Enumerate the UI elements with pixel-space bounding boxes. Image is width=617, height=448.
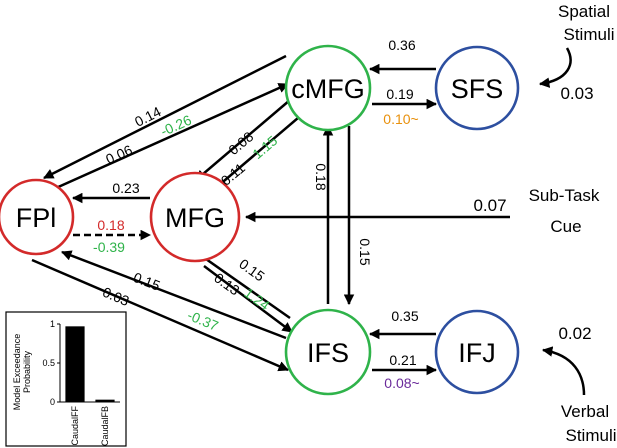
label-ifs-to-cmfg: 0.18 <box>313 163 329 190</box>
node-ifj-circle <box>434 309 520 395</box>
edge-mfg-to-cmfg <box>210 111 306 193</box>
node-ifj: IFJ <box>434 309 520 395</box>
node-mfg-circle <box>149 171 241 263</box>
label-mfg-to-fpl: 0.23 <box>112 180 139 196</box>
inset-ytick-label: 0.5 <box>42 358 55 368</box>
node-cmfg-label: cMFG <box>291 74 365 104</box>
inset-bar-CaudalFF <box>65 326 85 402</box>
node-cmfg: cMFG <box>284 44 372 132</box>
edges <box>31 47 586 396</box>
edge-fpl-to-cmfg <box>55 82 289 190</box>
edge-ifs-to-mfg <box>195 250 291 320</box>
sub-task-cue-label-line1: Sub-Task <box>529 186 600 205</box>
node-sfs-circle <box>434 45 520 131</box>
node-mfg: MFG <box>149 171 241 263</box>
label-cmfg-to-ifs: 0.15 <box>357 238 373 265</box>
label-fpl-to-ifs: 0.03 <box>100 284 132 309</box>
label-fpl-to-mfg-alt: -0.39 <box>93 239 125 255</box>
node-fpl-label: FPl <box>16 203 57 233</box>
edge-mfg-to-ifs <box>203 265 293 333</box>
label-ifj-to-ifs: 0.35 <box>391 308 418 324</box>
inset-category-label: CaudalFB <box>100 406 110 446</box>
inset-chart: Model Exceedance Probability 0 0.5 1Caudal… <box>5 311 127 447</box>
label-sfs-to-cmfg: 0.36 <box>388 37 415 53</box>
label-mfg-to-ifs-alt: 1.24 <box>241 284 273 313</box>
spatial-stimuli-label-line1: Spatial <box>558 2 610 21</box>
edge-cmfg-to-mfg <box>195 99 291 181</box>
node-fpl: FPl <box>0 178 75 256</box>
node-cmfg-circle <box>284 44 372 132</box>
inset-ylabel-line1: Model Exceedance <box>12 334 22 411</box>
spatial-stimuli-value: 0.03 <box>560 84 593 103</box>
edge-cmfg-to-fpl <box>43 54 287 180</box>
sub-task-cue-value: 0.07 <box>473 196 506 215</box>
edge-fpl-to-ifs <box>31 258 289 372</box>
label-ifs-to-mfg: 0.15 <box>236 255 268 284</box>
verbal-stimuli-label-line2: Stimuli <box>565 426 616 445</box>
spatial-stimuli-label-line2: Stimuli <box>563 25 614 44</box>
node-ifs: IFS <box>284 308 372 396</box>
inset-bars <box>65 326 115 402</box>
node-sfs-label: SFS <box>451 74 504 104</box>
inset-ytick-label: 1 <box>50 319 55 329</box>
external-inputs: Spatial Stimuli 0.03 0.07 Sub-Task Cue 0… <box>473 2 616 445</box>
verbal-stimuli-value: 0.02 <box>558 324 591 343</box>
inset-ytick-label: 0 <box>50 397 55 407</box>
label-cmfg-to-sfs-alt: 0.10~ <box>383 111 418 127</box>
inset-bar-CaudalFB <box>95 399 115 402</box>
node-fpl-circle <box>0 178 75 256</box>
edge-spatial-to-sfs <box>538 47 572 88</box>
inset-category-label: CaudalFF <box>70 405 80 445</box>
inset-ylabel-line2: Probability <box>22 350 32 393</box>
sub-task-cue-label-line2: Cue <box>550 217 581 236</box>
node-sfs: SFS <box>434 45 520 131</box>
node-ifs-circle <box>284 308 372 396</box>
label-ifs-to-ifj-alt: 0.08~ <box>384 375 419 391</box>
label-ifs-to-ifj: 0.21 <box>389 352 416 368</box>
label-ifs-to-fpl: 0.15 <box>131 269 162 294</box>
node-ifs-label: IFS <box>307 338 349 368</box>
node-mfg-label: MFG <box>165 203 225 233</box>
nodes: cMFG SFS FPl MFG IFS IFJ <box>0 44 520 396</box>
verbal-stimuli-label-line1: Verbal <box>561 402 609 421</box>
edge-ifs-to-fpl <box>61 250 287 340</box>
node-ifj-label: IFJ <box>458 338 496 368</box>
label-fpl-to-mfg: 0.18 <box>97 217 124 233</box>
edge-verbal-to-ifj <box>541 346 586 396</box>
label-cmfg-to-sfs: 0.19 <box>386 86 413 102</box>
